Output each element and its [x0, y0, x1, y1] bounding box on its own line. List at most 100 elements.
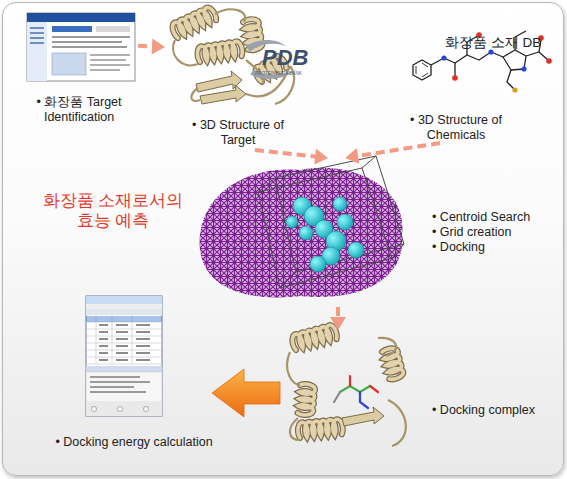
- software-screenshot-part: [86, 372, 162, 402]
- stage-node: • 화장품 Target Identification: [20, 8, 138, 130]
- pubmed-screenshot-part: [90, 59, 126, 61]
- software-screenshot-part: [144, 407, 149, 412]
- software-screenshot-part-part: [116, 324, 128, 326]
- dashed-line: [138, 44, 154, 49]
- docking-complex-ribbon-part-part: [340, 386, 370, 392]
- software-screenshot-part: [86, 402, 162, 416]
- block-arrow: [212, 369, 280, 417]
- target-protein-ribbon-part-part: [170, 6, 217, 39]
- pubmed-screenshot-part: [27, 22, 47, 81]
- prediction-heading: 화장품 소재로서의 효능 예측: [38, 191, 188, 232]
- docking-complex-ribbon-part-part: [297, 419, 343, 438]
- pubmed-screenshot-part: [52, 41, 122, 43]
- docking-grid-part-part: [275, 156, 404, 272]
- dashed-line: [255, 150, 317, 157]
- docking-grid-part-part: [348, 242, 364, 258]
- chemical-structure-part: [454, 63, 455, 76]
- docking-complex-ribbon-part: [287, 338, 406, 446]
- software-screenshot-part-part: [136, 338, 150, 340]
- pubmed-screenshot-part: [30, 37, 44, 39]
- logo-text: PROTEIN DATA BANK: [255, 71, 315, 77]
- logo-text: PDB: [262, 45, 322, 71]
- software-screenshot-part-part: [90, 381, 150, 383]
- software-screenshot-part: [86, 304, 162, 309]
- pubmed-screenshot-part: [30, 27, 44, 29]
- docking-grid-part-part: [333, 197, 347, 211]
- software-screenshot-part-part: [99, 352, 108, 354]
- software-screenshot-part: [86, 309, 162, 315]
- docking-grid-part-part: [258, 168, 392, 288]
- stage-node: • 3D Structure of Target: [165, 5, 310, 150]
- flow-arrow: [345, 143, 440, 164]
- pubmed-screenshot-part: [52, 36, 130, 38]
- pubmed-screenshot-part: [30, 42, 44, 44]
- software-screenshot-part: [86, 366, 162, 372]
- target-protein-ribbon-part: [200, 85, 246, 104]
- stage-caption: • Docking energy calculation: [54, 435, 214, 450]
- chemical-structure-part: [416, 63, 428, 77]
- docking-complex-ribbon-part-part: [291, 324, 338, 351]
- docking-grid-part-part: [310, 256, 326, 272]
- docking-complex-ribbon-part-part: [370, 386, 378, 392]
- flow-arrow: [255, 149, 328, 165]
- stage-node: 화장품 소재 DB • 3D Structure of Chemicals: [400, 8, 560, 143]
- chemical-structure-part: [452, 75, 458, 81]
- chemical-structure-part: [521, 66, 526, 71]
- docking-grid-part-part: [286, 216, 298, 228]
- arrow-head: [314, 149, 328, 165]
- pubmed-screenshot-part: [90, 64, 130, 66]
- stage-node: • Centroid Search• Grid creation• Dockin…: [190, 158, 545, 307]
- stage-node: • Docking complex: [280, 330, 545, 465]
- docking-grid-part: [190, 160, 410, 305]
- docking-complex-ribbon-part: [291, 324, 405, 438]
- docking-complex-ribbon-part-part: [297, 384, 315, 416]
- docking-complex-ribbon-part: [342, 407, 384, 426]
- software-screenshot-part-part: [99, 338, 108, 340]
- docking-grid-part: [258, 156, 404, 288]
- docking-grid-part-part: [299, 226, 313, 240]
- docking-grid: [190, 156, 410, 305]
- stage-caption: 화장품 소재 DB: [445, 35, 557, 50]
- docking-grid-part-part: [258, 156, 404, 288]
- chemical-structure-part: [526, 52, 548, 60]
- software-screenshot-part: [86, 296, 162, 416]
- software-screenshot-part: [99, 324, 150, 361]
- arrow-head: [330, 317, 346, 330]
- stage-caption: • 화장품 Target Identification: [20, 95, 138, 125]
- target-protein-ribbon-part-part: [170, 6, 217, 39]
- stage-caption: • Docking complex: [432, 403, 544, 418]
- software-screenshot-part: [92, 407, 97, 412]
- software-screenshot-part-part: [116, 338, 128, 340]
- software-screenshot-part-part: [99, 324, 108, 326]
- software-screenshot-part-part: [116, 331, 128, 333]
- stage-caption: • 3D Structure of Chemicals: [408, 113, 504, 143]
- software-screenshot-part-part: [136, 359, 150, 361]
- pubmed-screenshot-part: [90, 69, 120, 71]
- docking-complex-ribbon-part-part: [349, 376, 351, 386]
- pubmed-screenshot-part: [52, 53, 86, 75]
- pubmed-screenshot-part: [27, 13, 135, 22]
- docking-complex-ribbon-part-part: [360, 392, 368, 408]
- stage-node: • Docking energy calculation: [50, 292, 212, 460]
- pubmed-screenshot-part: [52, 46, 127, 48]
- chemical-structure-part: [413, 60, 431, 80]
- pubmed-screenshot-part: [96, 26, 130, 32]
- software-screenshot-part: [90, 376, 150, 393]
- chemical-structure-part: [512, 87, 517, 92]
- docking-complex-ribbon-part-part: [334, 392, 340, 402]
- docking-grid-part-part: [337, 214, 353, 230]
- chemical-structure-part: [441, 55, 446, 60]
- stage-caption: • Docking: [432, 240, 544, 255]
- docking-complex-ribbon: [287, 324, 406, 446]
- software-screenshot: [86, 296, 162, 416]
- software-screenshot-part-part: [90, 386, 134, 388]
- software-screenshot-part: [86, 296, 162, 304]
- software-screenshot-part-part: [99, 359, 108, 361]
- chemical-structure-part: [488, 49, 493, 54]
- software-screenshot-part-part: [136, 352, 150, 354]
- docking-grid-part: [286, 197, 364, 272]
- stage-caption: • Grid creation: [432, 225, 544, 240]
- chemical-structure-part: [546, 58, 552, 64]
- docking-complex-ribbon-part-part: [297, 419, 343, 438]
